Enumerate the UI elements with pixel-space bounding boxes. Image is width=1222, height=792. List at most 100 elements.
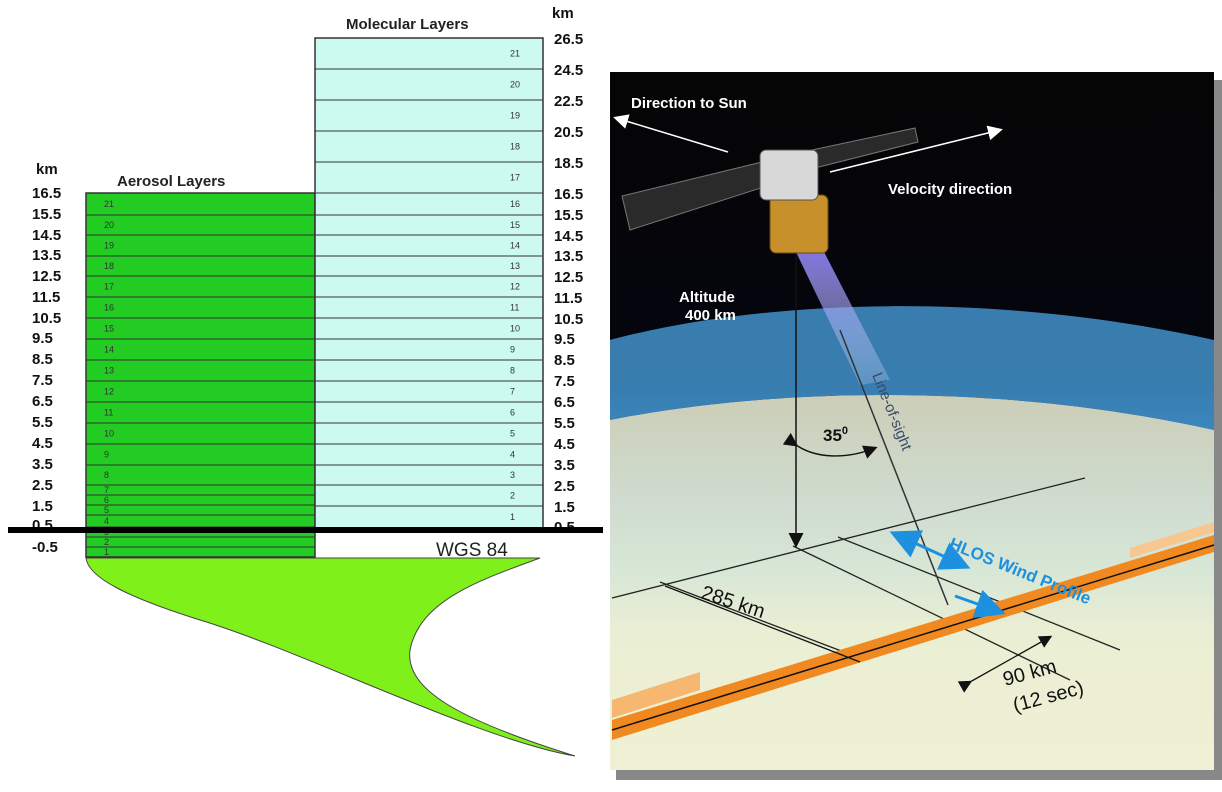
aerosol-layer-number: 16 — [104, 303, 114, 313]
right-axis-tick-label: 13.5 — [554, 248, 583, 265]
left-axis-tick-label: 12.5 — [32, 268, 61, 285]
left-axis-tick-label: 10.5 — [32, 310, 61, 327]
altitude-label-line1: Altitude — [679, 289, 735, 306]
ground-track-light — [612, 672, 700, 718]
left-axis-tick-label: 8.5 — [32, 351, 53, 368]
molecular-layer-number: 20 — [510, 80, 520, 90]
wgs84-label: WGS 84 — [436, 540, 508, 561]
satellite-illustration: Direction to Sun Velocity direction Alti… — [610, 72, 1222, 780]
molecular-layer-dividers — [315, 68, 543, 507]
right-axis-tick-label: 4.5 — [554, 436, 575, 453]
ground-track-segment — [1130, 522, 1214, 558]
right-axis-tick-label: 7.5 — [554, 373, 575, 390]
molecular-layer-number: 6 — [510, 408, 515, 418]
velocity-arrow — [829, 125, 1003, 173]
aerosol-layer-number: 11 — [104, 408, 113, 418]
aerosol-layer-number: 1 — [104, 547, 109, 557]
earth-limb — [610, 395, 1214, 770]
right-axis-tick-label: 15.5 — [554, 207, 583, 224]
atmosphere-band — [610, 306, 1214, 430]
aerosol-layer-number: 13 — [104, 366, 114, 376]
left-axis-tick-label: 6.5 — [32, 393, 53, 410]
left-axis-tick-label: 2.5 — [32, 477, 53, 494]
right-axis-tick-label: 6.5 — [554, 394, 575, 411]
molecular-layer-number: 10 — [510, 324, 520, 334]
left-axis-tick-label: 5.5 — [32, 414, 53, 431]
dim-285-line — [664, 585, 861, 663]
right-axis-tick-label: 22.5 — [554, 93, 583, 110]
sun-arrow — [613, 114, 729, 153]
molecular-layer-number: 7 — [510, 387, 515, 397]
right-axis-tick-label: 24.5 — [554, 62, 583, 79]
aerosol-layer-number: 10 — [104, 429, 114, 439]
left-axis-tick-label: 15.5 — [32, 206, 61, 223]
right-axis-tick-label: 12.5 — [554, 269, 583, 286]
aerosol-layer-number: 6 — [104, 495, 109, 505]
molecular-layer-number: 2 — [510, 491, 515, 501]
direction-to-sun-label: Direction to Sun — [631, 95, 747, 112]
molecular-layer-number: 1 — [510, 512, 515, 522]
aerosol-layer-number: 14 — [104, 345, 114, 355]
aerosol-title: Aerosol Layers — [117, 173, 225, 190]
aerosol-layer-number: 8 — [104, 470, 109, 480]
aerosol-layer-number: 18 — [104, 261, 114, 271]
angle-label: 350 — [823, 425, 848, 445]
ground-line — [8, 527, 603, 533]
right-axis-tick-label: 10.5 — [554, 311, 583, 328]
ground-track-line — [611, 544, 1215, 731]
km-label-right: km — [552, 5, 574, 22]
left-axis-tick-label: 3.5 — [32, 456, 53, 473]
right-axis-tick-label: 3.5 — [554, 457, 575, 474]
satellite — [621, 127, 919, 254]
molecular-layer-number: 17 — [510, 173, 520, 183]
aerosol-layer-number: 7 — [104, 485, 109, 495]
aerosol-layer-number: 12 — [104, 387, 114, 397]
right-axis-tick-label: 11.5 — [554, 290, 582, 307]
right-axis-tick-label: 26.5 — [554, 31, 583, 48]
right-axis-tick-label: 8.5 — [554, 352, 575, 369]
satellite-top — [759, 149, 819, 201]
right-axis-tick-label: 9.5 — [554, 331, 575, 348]
aerosol-layer-number: 21 — [104, 199, 114, 209]
molecular-layer-number: 13 — [510, 261, 520, 271]
left-axis-tick-label: 4.5 — [32, 435, 53, 452]
aerosol-layer-number: 2 — [104, 537, 109, 547]
right-axis-tick-label: 18.5 — [554, 155, 583, 172]
left-axis-tick-label: 16.5 — [32, 185, 61, 202]
angle-arc — [782, 432, 878, 459]
aerosol-layer-number: 5 — [104, 505, 109, 515]
right-axis-tick-label: 14.5 — [554, 228, 583, 245]
right-axis-tick-label: 1.5 — [554, 499, 575, 516]
altitude-label-line2: 400 km — [685, 307, 736, 324]
right-axis-ticks: 26.524.522.520.518.516.515.514.513.512.5… — [554, 31, 583, 536]
hlos-arrow-lower — [954, 589, 1006, 619]
aerosol-layer-number: 17 — [104, 282, 114, 292]
molecular-layer-number: 15 — [510, 220, 520, 230]
right-axis-tick-label: 20.5 — [554, 124, 583, 141]
molecular-layer-number: 12 — [510, 282, 520, 292]
molecular-layer-number: 5 — [510, 429, 515, 439]
molecular-layer-number: 9 — [510, 345, 515, 355]
molecular-layer-number: 16 — [510, 199, 520, 209]
terrain-shape — [85, 557, 576, 757]
molecular-layer-number: 3 — [510, 470, 515, 480]
left-axis-tick-label: 14.5 — [32, 227, 61, 244]
right-axis-tick-label: 2.5 — [554, 478, 575, 495]
satellite-body — [769, 194, 829, 254]
velocity-direction-label: Velocity direction — [888, 181, 1012, 198]
molecular-layer-number: 19 — [510, 111, 520, 121]
left-axis-tick-label: 13.5 — [32, 247, 61, 264]
molecular-layer-number: 11 — [510, 303, 519, 313]
molecular-title: Molecular Layers — [346, 16, 469, 33]
aerosol-layer-number: 4 — [104, 516, 109, 526]
right-axis-tick-label: 5.5 — [554, 415, 575, 432]
molecular-layer-number: 21 — [510, 49, 520, 59]
molecular-layer-number: 18 — [510, 142, 520, 152]
left-axis-ticks: 16.515.514.513.512.511.510.59.58.57.56.5… — [32, 185, 61, 556]
left-axis-tick-label: 11.5 — [32, 289, 60, 306]
molecular-block — [314, 37, 544, 529]
